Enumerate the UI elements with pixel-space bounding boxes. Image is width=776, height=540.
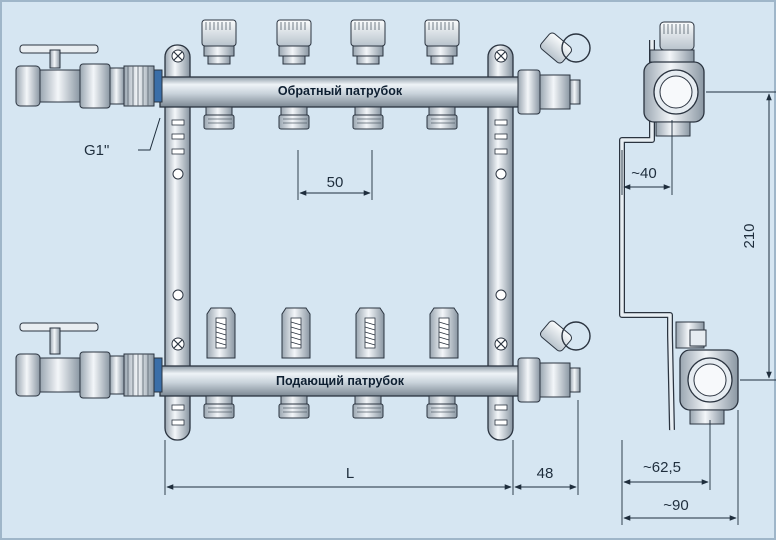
top-air-vent: [517, 32, 591, 115]
thread-label: G1": [84, 142, 109, 159]
return-valve-caps: [201, 19, 460, 65]
dim-depth: ~62,5 ~90: [621, 410, 739, 525]
side-view: [619, 21, 739, 431]
dim-spacing: 50: [297, 150, 373, 200]
spacing-value: 50: [327, 174, 344, 191]
depth-total-value: ~90: [663, 497, 688, 514]
return-outlets: [203, 106, 458, 130]
length-value: L: [346, 465, 354, 482]
top-ball-valve: [15, 44, 163, 109]
bottom-ball-valve: [15, 322, 163, 399]
supply-pipe-label: Подающий патрубок: [276, 374, 405, 388]
thread-callout: G1": [84, 117, 161, 159]
dim-length: L 48: [164, 400, 579, 495]
supply-manifold: Подающий патрубок: [159, 365, 521, 397]
bottom-air-vent: [517, 320, 591, 403]
right-bracket: [487, 44, 514, 441]
flow-meters: [206, 307, 459, 359]
depth-small-value: ~62,5: [643, 459, 681, 476]
dim-height: 210: [706, 91, 776, 381]
return-manifold: Обратный патрубок: [159, 76, 521, 108]
left-bracket: [164, 44, 191, 441]
return-pipe-label: Обратный патрубок: [278, 84, 403, 98]
end-offset-value: 48: [537, 465, 554, 482]
bracket-offset-value: ~40: [631, 165, 656, 182]
dim-bracket-offset: ~40: [621, 120, 673, 195]
supply-outlets: [203, 395, 458, 419]
height-value: 210: [741, 223, 758, 248]
